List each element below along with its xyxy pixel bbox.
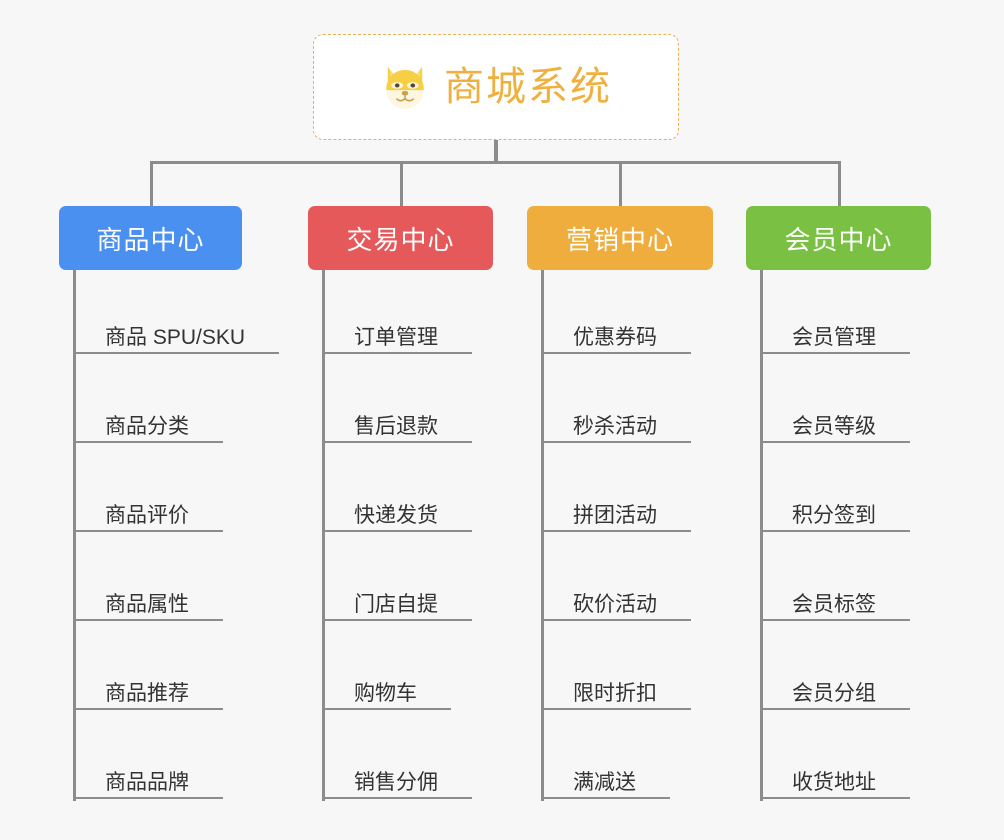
leaf-item-label: 购物车 (354, 682, 417, 705)
leaf-item-rule (760, 797, 910, 799)
leaf-item-rule (322, 708, 451, 710)
leaf-item-rule (541, 441, 691, 443)
leaf-item-rule (73, 530, 223, 532)
leaf-item-rule (73, 441, 223, 443)
column-spine-4 (760, 270, 763, 801)
leaf-item-rule (760, 619, 910, 621)
connector-horizontal-bus (150, 161, 841, 164)
leaf-item-rule (322, 797, 472, 799)
leaf-item-label: 收货地址 (792, 771, 876, 794)
leaf-item-rule (322, 441, 472, 443)
leaf-item-rule (541, 797, 670, 799)
connector-drop-4 (838, 161, 841, 206)
root-node-shop-system[interactable]: 商城系统 (313, 34, 679, 140)
leaf-item-rule (541, 708, 691, 710)
leaf-item-label: 优惠券码 (573, 326, 657, 349)
leaf-item-label: 售后退款 (354, 415, 438, 438)
leaf-item-label: 商品属性 (105, 593, 189, 616)
column-spine-3 (541, 270, 544, 801)
category-title: 商品中心 (96, 224, 205, 255)
column-spine-2 (322, 270, 325, 801)
leaf-item-rule (322, 352, 472, 354)
category-box-1[interactable]: 商品中心 (59, 206, 242, 270)
connector-drop-3 (619, 161, 622, 206)
category-title: 会员中心 (784, 224, 893, 255)
leaf-item-rule (541, 352, 691, 354)
root-node-title: 商城系统 (444, 65, 612, 109)
connector-drop-2 (400, 161, 403, 206)
leaf-item-rule (322, 530, 472, 532)
connector-root-stem (494, 140, 498, 164)
leaf-item-label: 满减送 (573, 771, 636, 794)
leaf-item-label: 商品 SPU/SKU (105, 326, 246, 349)
leaf-item-rule (760, 530, 910, 532)
leaf-item-label: 商品分类 (105, 415, 189, 438)
leaf-item-label: 砍价活动 (573, 593, 657, 616)
leaf-item-label: 商品推荐 (105, 682, 189, 705)
category-box-3[interactable]: 营销中心 (527, 206, 713, 270)
leaf-item-label: 门店自提 (354, 593, 438, 616)
leaf-item-label: 订单管理 (354, 326, 438, 349)
leaf-item-label: 商品评价 (105, 504, 189, 527)
category-title: 交易中心 (346, 224, 455, 255)
leaf-item-label: 商品品牌 (105, 771, 189, 794)
leaf-item-rule (541, 530, 691, 532)
leaf-item-label: 限时折扣 (573, 682, 657, 705)
category-title: 营销中心 (565, 224, 674, 255)
leaf-item-rule (541, 619, 691, 621)
shiba-dog-icon (380, 62, 430, 112)
leaf-item-rule (73, 619, 223, 621)
leaf-item-label: 会员分组 (792, 682, 876, 705)
leaf-item-rule (760, 708, 910, 710)
leaf-item-rule (322, 619, 472, 621)
category-box-4[interactable]: 会员中心 (746, 206, 931, 270)
leaf-item-rule (73, 352, 279, 354)
leaf-item-rule (73, 797, 223, 799)
leaf-item-rule (760, 441, 910, 443)
leaf-item-label: 拼团活动 (573, 504, 657, 527)
leaf-item-label: 积分签到 (792, 504, 876, 527)
leaf-item-label: 会员标签 (792, 593, 876, 616)
leaf-item-rule (760, 352, 910, 354)
connector-drop-1 (150, 161, 153, 206)
column-spine-1 (73, 270, 76, 801)
category-box-2[interactable]: 交易中心 (308, 206, 493, 270)
leaf-item-label: 会员等级 (792, 415, 876, 438)
leaf-item-label: 销售分佣 (354, 771, 438, 794)
leaf-item-label: 会员管理 (792, 326, 876, 349)
leaf-item-label: 快递发货 (354, 504, 438, 527)
leaf-item-rule (73, 708, 223, 710)
leaf-item-label: 秒杀活动 (573, 415, 657, 438)
